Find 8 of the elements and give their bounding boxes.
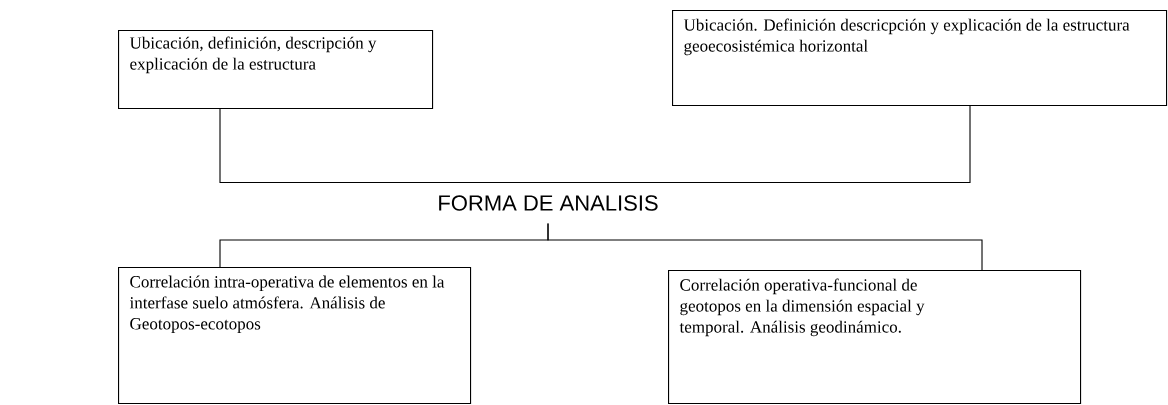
connector-line	[547, 223, 983, 271]
connector-line	[219, 108, 549, 183]
text-box: Correlación intra-operativa de elementos en la interfase suelo atmósfera. Análisis de Geotopos-ecotopos	[118, 267, 472, 405]
text-box: Correlación operativa-funcional de geotopos en la dimensión espacial y temporal. Análisis geodinámico.	[668, 270, 1082, 405]
text-box: Ubicación, definición, descripción y explicación de la estructura	[118, 30, 434, 110]
text-box: Ubicación. Definición descricpción y explicación de la estructura geoecosistémica horizontal	[672, 10, 1168, 107]
connector-line	[547, 105, 971, 183]
heading-text: FORMA DE ANALISIS	[439, 195, 658, 211]
